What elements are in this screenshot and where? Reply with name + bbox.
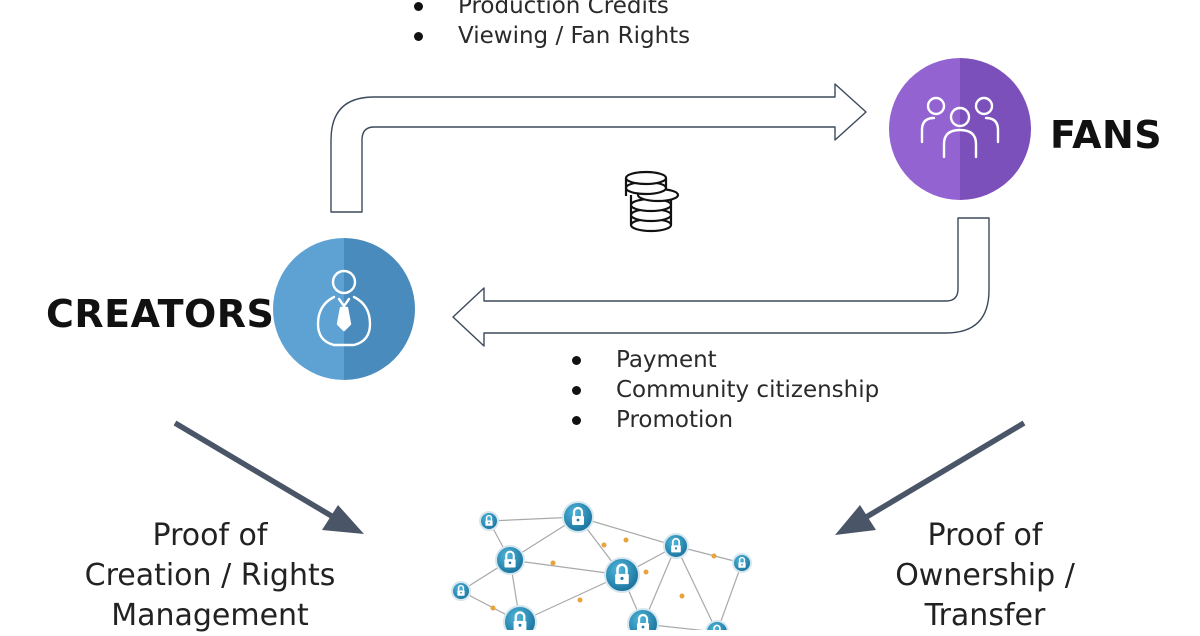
proof-line: Transfer [924,598,1046,633]
flow-arrow-to-creators [452,217,990,347]
lock-icon [604,557,640,593]
proof-line: Management [111,598,309,633]
arrow-creators-to-network [173,420,364,534]
proof-of-ownership-label: Proof of Ownership / Transfer [870,516,1100,636]
list-item: Promotion [568,405,879,435]
lock-icon [705,620,729,630]
rights-list: Production Credits Viewing / Fan Rights [410,0,690,51]
coins-stack-icon [624,170,680,233]
proof-line: Proof of [152,518,268,553]
creators-label: CREATORS [46,292,275,336]
list-item: Viewing / Fan Rights [410,21,690,51]
list-item: Community citizenship [568,375,879,405]
fans-circle [889,58,1031,200]
fans-label: FANS [1050,113,1163,157]
lock-icon [732,553,752,573]
list-item: Payment [568,345,879,375]
proof-line: Proof of [927,518,1043,553]
creators-circle [273,238,415,380]
proof-line: Ownership / [895,558,1075,593]
flow-arrow-to-fans [330,83,867,213]
lock-icon [503,605,537,630]
lock-icon [627,608,659,630]
lock-icon [451,581,471,601]
proof-of-creation-label: Proof of Creation / Rights Management [60,516,360,636]
lock-icon [562,501,594,533]
arrow-fans-to-network [835,420,1026,535]
creator-person-icon [316,269,372,347]
lock-icon [479,511,499,531]
group-people-icon [920,96,1000,159]
list-item: Production Credits [410,0,690,21]
lock-icon [663,533,689,559]
lock-nodes [451,501,752,630]
benefits-list: Payment Community citizenship Promotion [568,345,879,435]
proof-line: Creation / Rights [84,558,336,593]
blockchain-network-icon [451,501,752,630]
lock-icon [495,545,525,575]
